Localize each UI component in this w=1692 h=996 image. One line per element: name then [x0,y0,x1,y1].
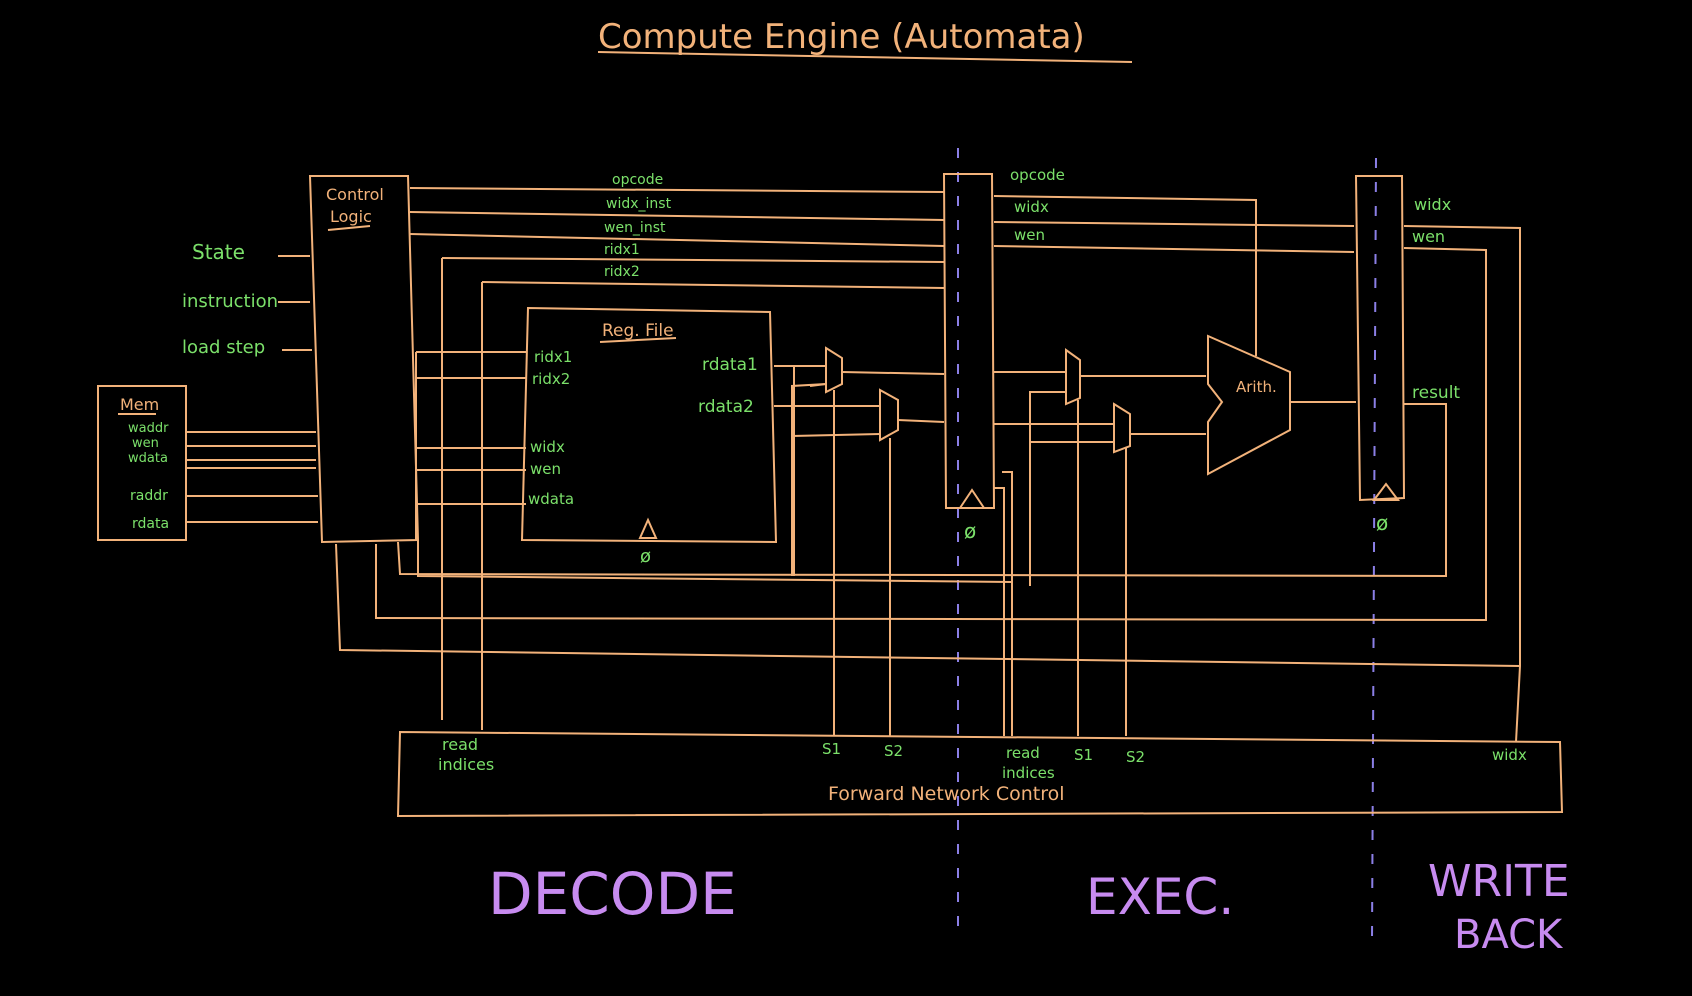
fwd-read-indices-2b: indices [1002,764,1055,782]
regfile-wen-label: wen [530,460,561,478]
control-label-1: Control [326,185,384,204]
alu [1207,334,1291,476]
decode-mux-1 [825,346,843,394]
fwd-title: Forward Network Control [828,783,1065,805]
decode-mux-wires [774,365,945,736]
stage-write: WRITE [1428,856,1570,907]
regfile-title-underline [599,337,677,343]
decode-tap-wires [415,352,1013,736]
regfile-clock-label: ø [640,546,651,567]
register-file-box [520,306,778,544]
mem-box [97,385,187,541]
id-ex-register [942,173,996,509]
exec-signal-wires [993,195,1355,356]
fwd-s2-decode: S2 [884,742,903,760]
wen-wb-label: wen [1412,227,1445,246]
regfile-clock-triangle [638,517,658,539]
exec-mux-2 [1113,402,1131,454]
widx-wb-label: widx [1414,195,1451,214]
mem-wires [186,431,318,523]
fwd-read-indices-2a: read [1006,744,1040,762]
mem-rdata-label: rdata [132,516,169,532]
control-logic-box [308,175,420,544]
wen-inst-label: wen_inst [604,220,666,236]
load-step-label: load step [182,337,265,358]
exec-mux-wires [994,371,1206,736]
decode-mux-2 [879,388,899,442]
mem-waddr-label: waddr [128,421,169,436]
control-label-2: Logic [330,207,372,226]
ex-wb-register [1354,175,1406,502]
mem-wen-label: wen [132,436,159,451]
state-label: State [192,240,245,264]
stage-exec: EXEC. [1086,868,1234,926]
widx-inst-label: widx_inst [606,196,672,212]
regfile-ridx1-label: ridx1 [534,348,572,366]
mem-title: Mem [120,395,159,414]
instruction-label: instruction [182,291,278,312]
diagram-title: Compute Engine (Automata) [598,17,1085,57]
regfile-wdata-label: wdata [528,490,574,508]
title-underline [597,51,1133,63]
regfile-rdata1-label: rdata1 [702,355,758,375]
alu-label: Arith. [1236,378,1277,396]
regfile-input-wires [416,351,526,505]
wb-feedback-wires [335,225,1521,743]
opcode-dec-label: opcode [612,172,663,188]
result-wb-label: result [1412,383,1460,403]
regfile-ridx2-label: ridx2 [532,370,570,388]
exec-wb-divider [1371,157,1377,941]
wen-exec-label: wen [1014,226,1045,244]
widx-exec-label: widx [1014,198,1049,216]
decode-signal-wires [409,187,945,730]
regfile-widx-label: widx [530,438,565,456]
fwd-s1-exec: S1 [1074,746,1093,764]
id-ex-clock-triangle [958,488,986,509]
ridx1-dec-label: ridx1 [604,242,640,258]
stage-decode: DECODE [488,860,737,928]
ex-wb-clock-triangle [1372,482,1400,501]
control-underline [327,225,371,231]
mem-raddr-label: raddr [130,488,168,504]
ex-wb-clock-label: ø [1376,511,1388,535]
ridx2-dec-label: ridx2 [604,264,640,280]
mem-wdata-label: wdata [128,451,168,466]
fwd-s1-decode: S1 [822,740,841,758]
stage-back: BACK [1454,912,1564,958]
exec-mux-1 [1065,348,1081,406]
fwd-read-indices-1a: read [442,735,478,754]
regfile-title: Reg. File [602,321,674,341]
opcode-exec-label: opcode [1010,166,1065,184]
fwd-s2-exec: S2 [1126,748,1145,766]
fwd-read-indices-1b: indices [438,755,494,774]
id-ex-clock-label: ø [964,519,976,543]
fwd-widx: widx [1492,746,1527,764]
regfile-rdata2-label: rdata2 [698,397,754,417]
forward-network-box [396,730,1564,818]
